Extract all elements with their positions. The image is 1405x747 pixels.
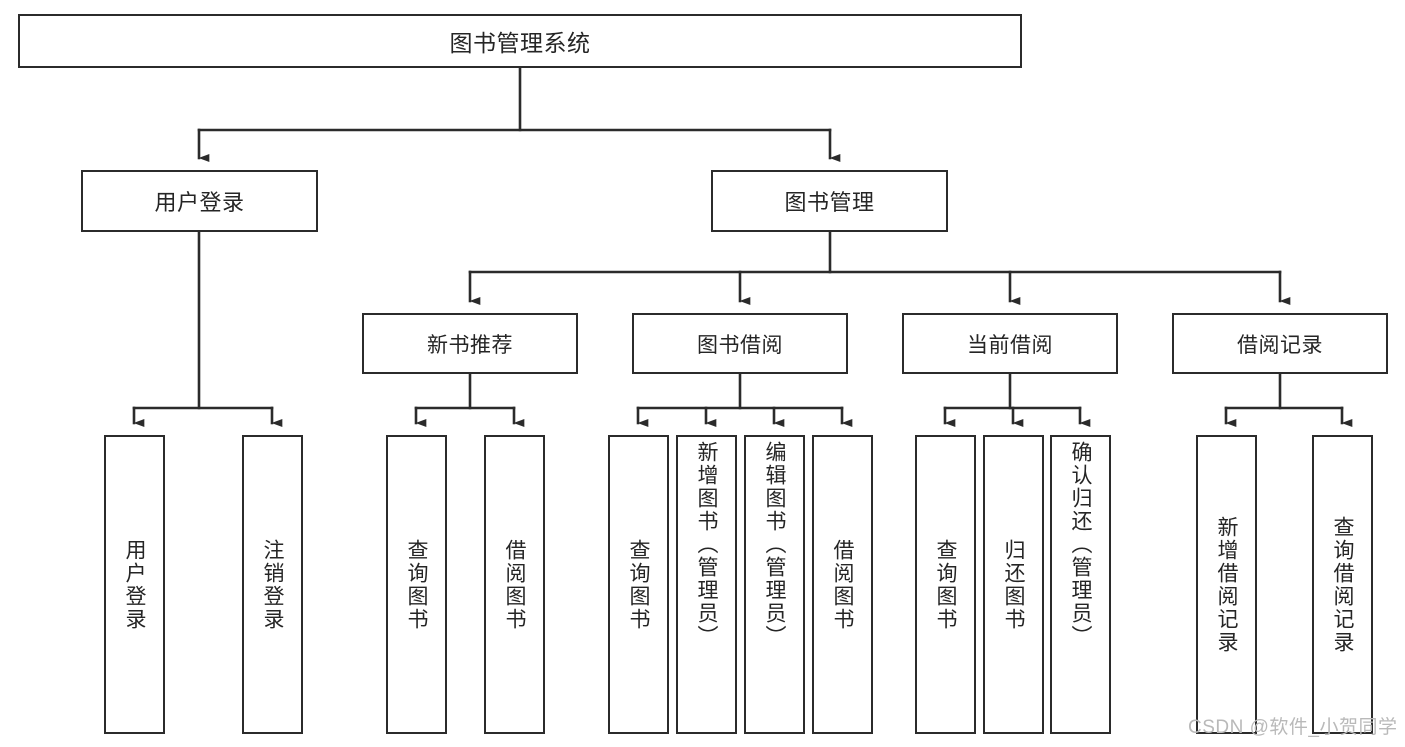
node-label: 当前借阅 xyxy=(967,333,1053,357)
node-new-book-recommendation[interactable]: 新书推荐 xyxy=(362,313,578,374)
node-book-borrowing[interactable]: 图书借阅 xyxy=(632,313,848,374)
node-book-management-system[interactable]: 图书管理系统 xyxy=(18,14,1022,68)
node-current-borrowing[interactable]: 当前借阅 xyxy=(902,313,1118,374)
node-leaf-return-book[interactable]: 归还图书 xyxy=(983,435,1044,734)
node-label: 借阅图书 xyxy=(503,538,526,631)
node-book-management[interactable]: 图书管理 xyxy=(711,170,948,232)
node-leaf-add-book-admin[interactable]: 新增图书（管理员） xyxy=(676,435,737,734)
node-label: 查询图书 xyxy=(405,538,428,631)
node-label: 确认归还（管理员） xyxy=(1069,441,1092,648)
node-label: 借阅记录 xyxy=(1237,333,1323,357)
node-leaf-query-borrow-record[interactable]: 查询借阅记录 xyxy=(1312,435,1373,734)
node-label: 编辑图书（管理员） xyxy=(763,441,786,648)
node-leaf-logout[interactable]: 注销登录 xyxy=(242,435,303,734)
node-label: 借阅图书 xyxy=(831,538,854,631)
node-label: 用户登录 xyxy=(154,190,245,215)
node-leaf-edit-book-admin[interactable]: 编辑图书（管理员） xyxy=(744,435,805,734)
node-label: 归还图书 xyxy=(1002,538,1025,631)
node-leaf-confirm-return-admin[interactable]: 确认归还（管理员） xyxy=(1050,435,1111,734)
node-label: 新增图书（管理员） xyxy=(695,441,718,648)
node-leaf-borrow-book-1[interactable]: 借阅图书 xyxy=(484,435,545,734)
node-leaf-query-book-2[interactable]: 查询图书 xyxy=(608,435,669,734)
node-leaf-query-book-3[interactable]: 查询图书 xyxy=(915,435,976,734)
watermark-text: CSDN @软件_小贺同学 xyxy=(1188,717,1398,738)
node-label: 图书管理系统 xyxy=(449,30,591,56)
node-label: 查询借阅记录 xyxy=(1331,515,1354,654)
node-leaf-user-login[interactable]: 用户登录 xyxy=(104,435,165,734)
node-label: 查询图书 xyxy=(627,538,650,631)
node-leaf-add-borrow-record[interactable]: 新增借阅记录 xyxy=(1196,435,1257,734)
node-label: 用户登录 xyxy=(123,538,146,631)
node-label: 查询图书 xyxy=(934,538,957,631)
node-user-login[interactable]: 用户登录 xyxy=(81,170,318,232)
node-borrowing-records[interactable]: 借阅记录 xyxy=(1172,313,1388,374)
node-label: 注销登录 xyxy=(261,538,284,631)
node-label: 图书管理 xyxy=(784,190,875,215)
node-label: 新书推荐 xyxy=(427,333,513,357)
node-leaf-borrow-book-2[interactable]: 借阅图书 xyxy=(812,435,873,734)
node-label: 图书借阅 xyxy=(697,333,783,357)
node-leaf-query-book-1[interactable]: 查询图书 xyxy=(386,435,447,734)
node-label: 新增借阅记录 xyxy=(1215,515,1238,654)
